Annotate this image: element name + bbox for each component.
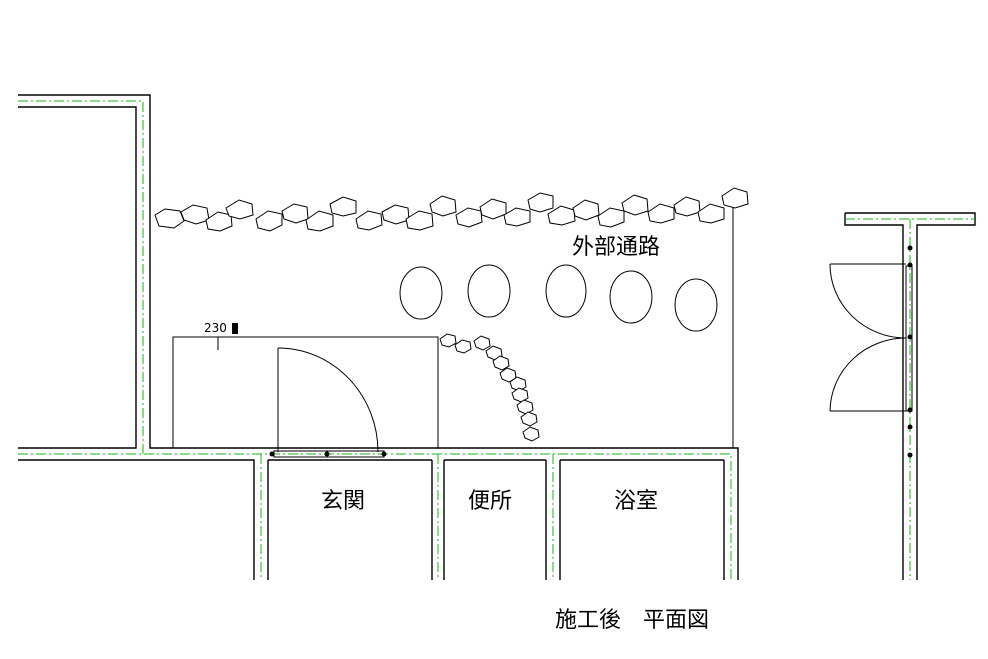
toilet-label: 便所 xyxy=(468,489,512,514)
step-height-label: 230 xyxy=(204,321,227,335)
stepping-stones xyxy=(154,187,749,232)
lower-wall xyxy=(18,453,732,580)
left-building xyxy=(18,94,739,580)
entrance-label: 玄関 xyxy=(321,489,365,514)
entrance-step xyxy=(172,323,439,448)
right-wall-detail xyxy=(829,212,976,580)
outdoor-path-label: 外部通路 xyxy=(572,235,660,260)
plan-title: 施工後 平面図 xyxy=(555,608,709,633)
room-walls xyxy=(260,454,561,580)
bathroom-label: 浴室 xyxy=(614,489,658,514)
curved-stone-path xyxy=(439,333,540,442)
oval-pads xyxy=(399,264,718,332)
entrance-door xyxy=(269,347,387,458)
step-height-marker xyxy=(232,323,238,334)
